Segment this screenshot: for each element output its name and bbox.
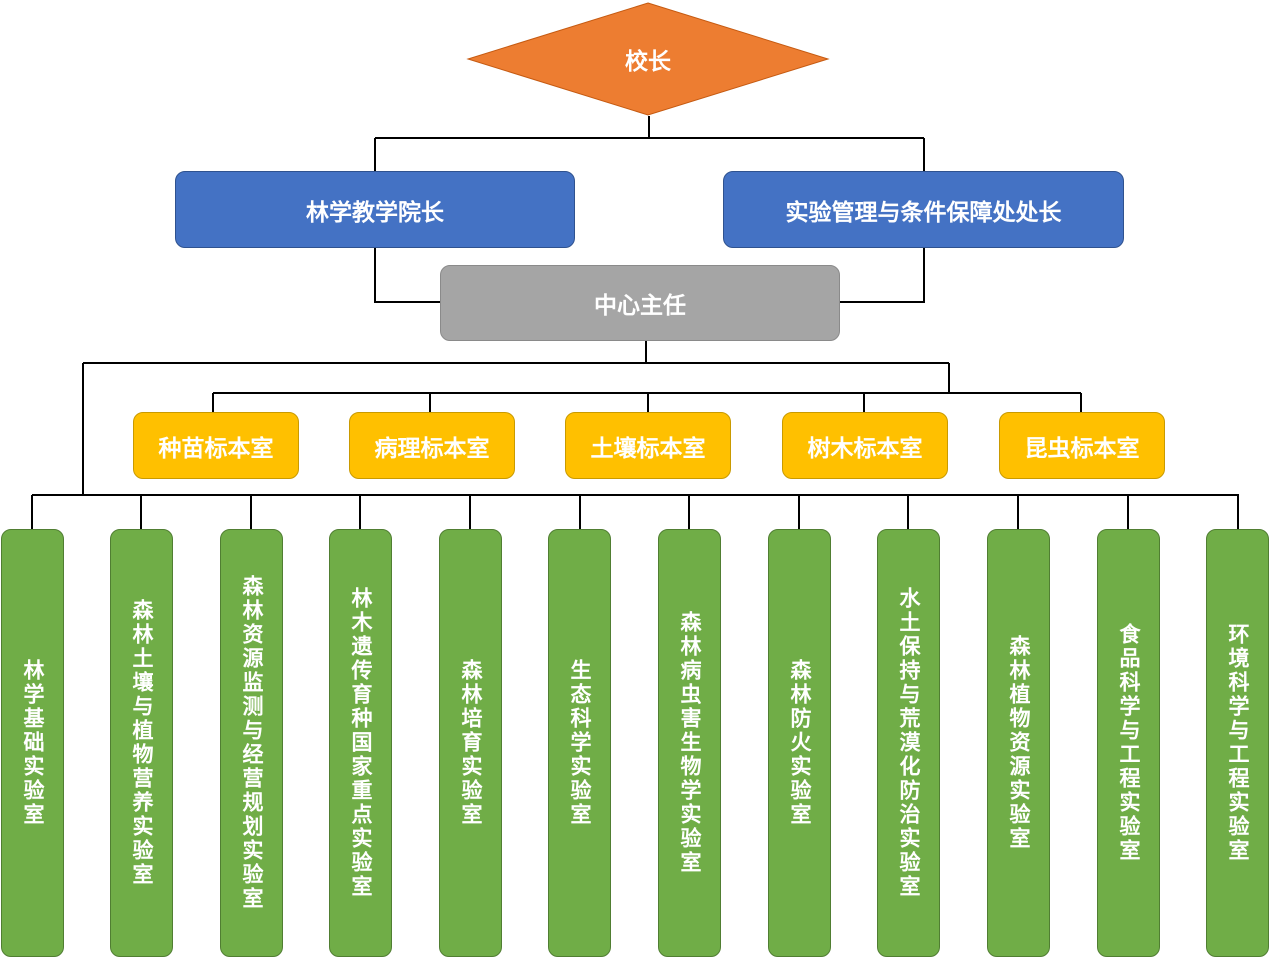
diamond-shape [466,2,830,116]
specimen-room-label: 病理标本室 [374,435,490,462]
lab-label: 食品科学与工程实验室 [1117,623,1141,863]
specimen-room-label: 种苗标本室 [158,435,274,462]
lab-node[interactable]: 林木遗传育种国家重点实验室 [329,529,392,957]
specimen-room-label: 土壤标本室 [590,435,706,462]
specimen-room-soil[interactable]: 土壤标本室 [565,412,731,479]
lab-node[interactable]: 森林资源监测与经营规划实验室 [220,529,283,957]
lab-label: 森林防火实验室 [788,659,812,827]
connector-dean2-director [840,248,925,303]
lab-label: 林木遗传育种国家重点实验室 [349,587,373,899]
dean-forestry-node[interactable]: 林学教学院长 [175,171,575,248]
lab-label: 环境科学与工程实验室 [1226,623,1250,863]
connector-specimen-bus [212,363,1082,412]
lab-label: 水土保持与荒漠化防治实验室 [897,587,921,899]
lab-label: 森林病虫害生物学实验室 [678,611,702,875]
specimen-room-label: 树木标本室 [807,435,923,462]
specimen-room-tree[interactable]: 树木标本室 [782,412,948,479]
lab-node[interactable]: 森林病虫害生物学实验室 [658,529,721,957]
lab-label: 森林培育实验室 [459,659,483,827]
lab-label: 林学基础实验室 [21,659,45,827]
specimen-room-insect[interactable]: 昆虫标本室 [999,412,1165,479]
dean-forestry-label: 林学教学院长 [306,199,444,226]
principal-label: 校长 [625,49,671,75]
lab-node[interactable]: 森林植物资源实验室 [987,529,1050,957]
connector-director-bus [83,341,949,364]
connector-principal-deans [374,116,925,171]
connector-labs-bus [32,363,1239,496]
lab-label: 森林土壤与植物营养实验室 [130,599,154,887]
lab-node[interactable]: 森林培育实验室 [439,529,502,957]
principal-node[interactable]: 校长 [466,2,830,116]
lab-label: 森林植物资源实验室 [1007,635,1031,851]
lab-node[interactable]: 生态科学实验室 [548,529,611,957]
connector-dean1-director [374,248,440,303]
connector-labs-drops [31,495,1239,529]
dean-lab-management-node[interactable]: 实验管理与条件保障处处长 [723,171,1124,248]
lab-node[interactable]: 森林防火实验室 [768,529,831,957]
lab-node[interactable]: 食品科学与工程实验室 [1097,529,1160,957]
lab-node[interactable]: 环境科学与工程实验室 [1206,529,1269,957]
lab-label: 森林资源监测与经营规划实验室 [240,575,264,911]
lab-node[interactable]: 水土保持与荒漠化防治实验室 [877,529,940,957]
lab-label: 生态科学实验室 [568,659,592,827]
specimen-room-seedling[interactable]: 种苗标本室 [133,412,299,479]
lab-node[interactable]: 森林土壤与植物营养实验室 [110,529,173,957]
dean-lab-management-label: 实验管理与条件保障处处长 [785,199,1062,226]
center-director-label: 中心主任 [594,293,686,319]
lab-node[interactable]: 林学基础实验室 [1,529,64,957]
specimen-room-label: 昆虫标本室 [1024,435,1140,462]
specimen-room-pathology[interactable]: 病理标本室 [349,412,515,479]
center-director-node[interactable]: 中心主任 [440,265,840,341]
